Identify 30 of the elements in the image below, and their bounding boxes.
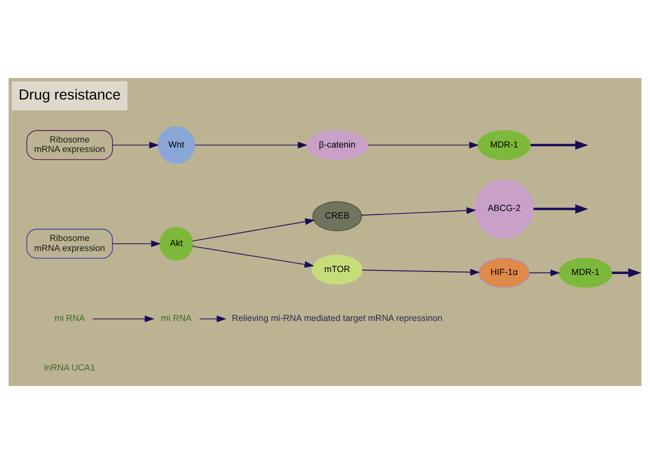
arrow (192, 218, 315, 242)
arrow (529, 269, 560, 276)
arrow (199, 316, 226, 322)
arrow (112, 240, 161, 248)
arrow (368, 142, 479, 148)
arrow (112, 142, 159, 148)
arrow (612, 268, 642, 278)
arrow (194, 142, 308, 148)
node-ellipse: CREB (312, 201, 362, 232)
node-circle: ABCG-2 (474, 179, 534, 239)
node-text: lnRNA UCA1 (44, 362, 96, 372)
node-box: Ribosome mRNA expression (26, 130, 113, 160)
node-ellipse: mTOR (312, 254, 363, 285)
node-ellipse: MDR-1 (558, 258, 612, 288)
node-box: Ribosome mRNA expression (26, 228, 113, 259)
node-box: Drug resistance (12, 81, 128, 110)
arrow (530, 140, 588, 150)
arrow (534, 204, 588, 214)
node-ellipse: HIF-1α (478, 258, 530, 288)
node-text: Relieving mi-RNA mediated target mRNA repressinon (232, 313, 443, 324)
node-text: mi RNA (161, 313, 192, 324)
node-circle: Wnt (158, 126, 196, 164)
node-ellipse: MDR-1 (478, 130, 531, 160)
node-text: mi RNA (54, 313, 85, 324)
arrow (362, 268, 480, 276)
arrow (92, 316, 154, 322)
node-circle: Akt (159, 226, 194, 261)
arrow (361, 207, 476, 216)
arrow (192, 246, 314, 268)
node-ellipse: β-catenin (306, 130, 368, 160)
